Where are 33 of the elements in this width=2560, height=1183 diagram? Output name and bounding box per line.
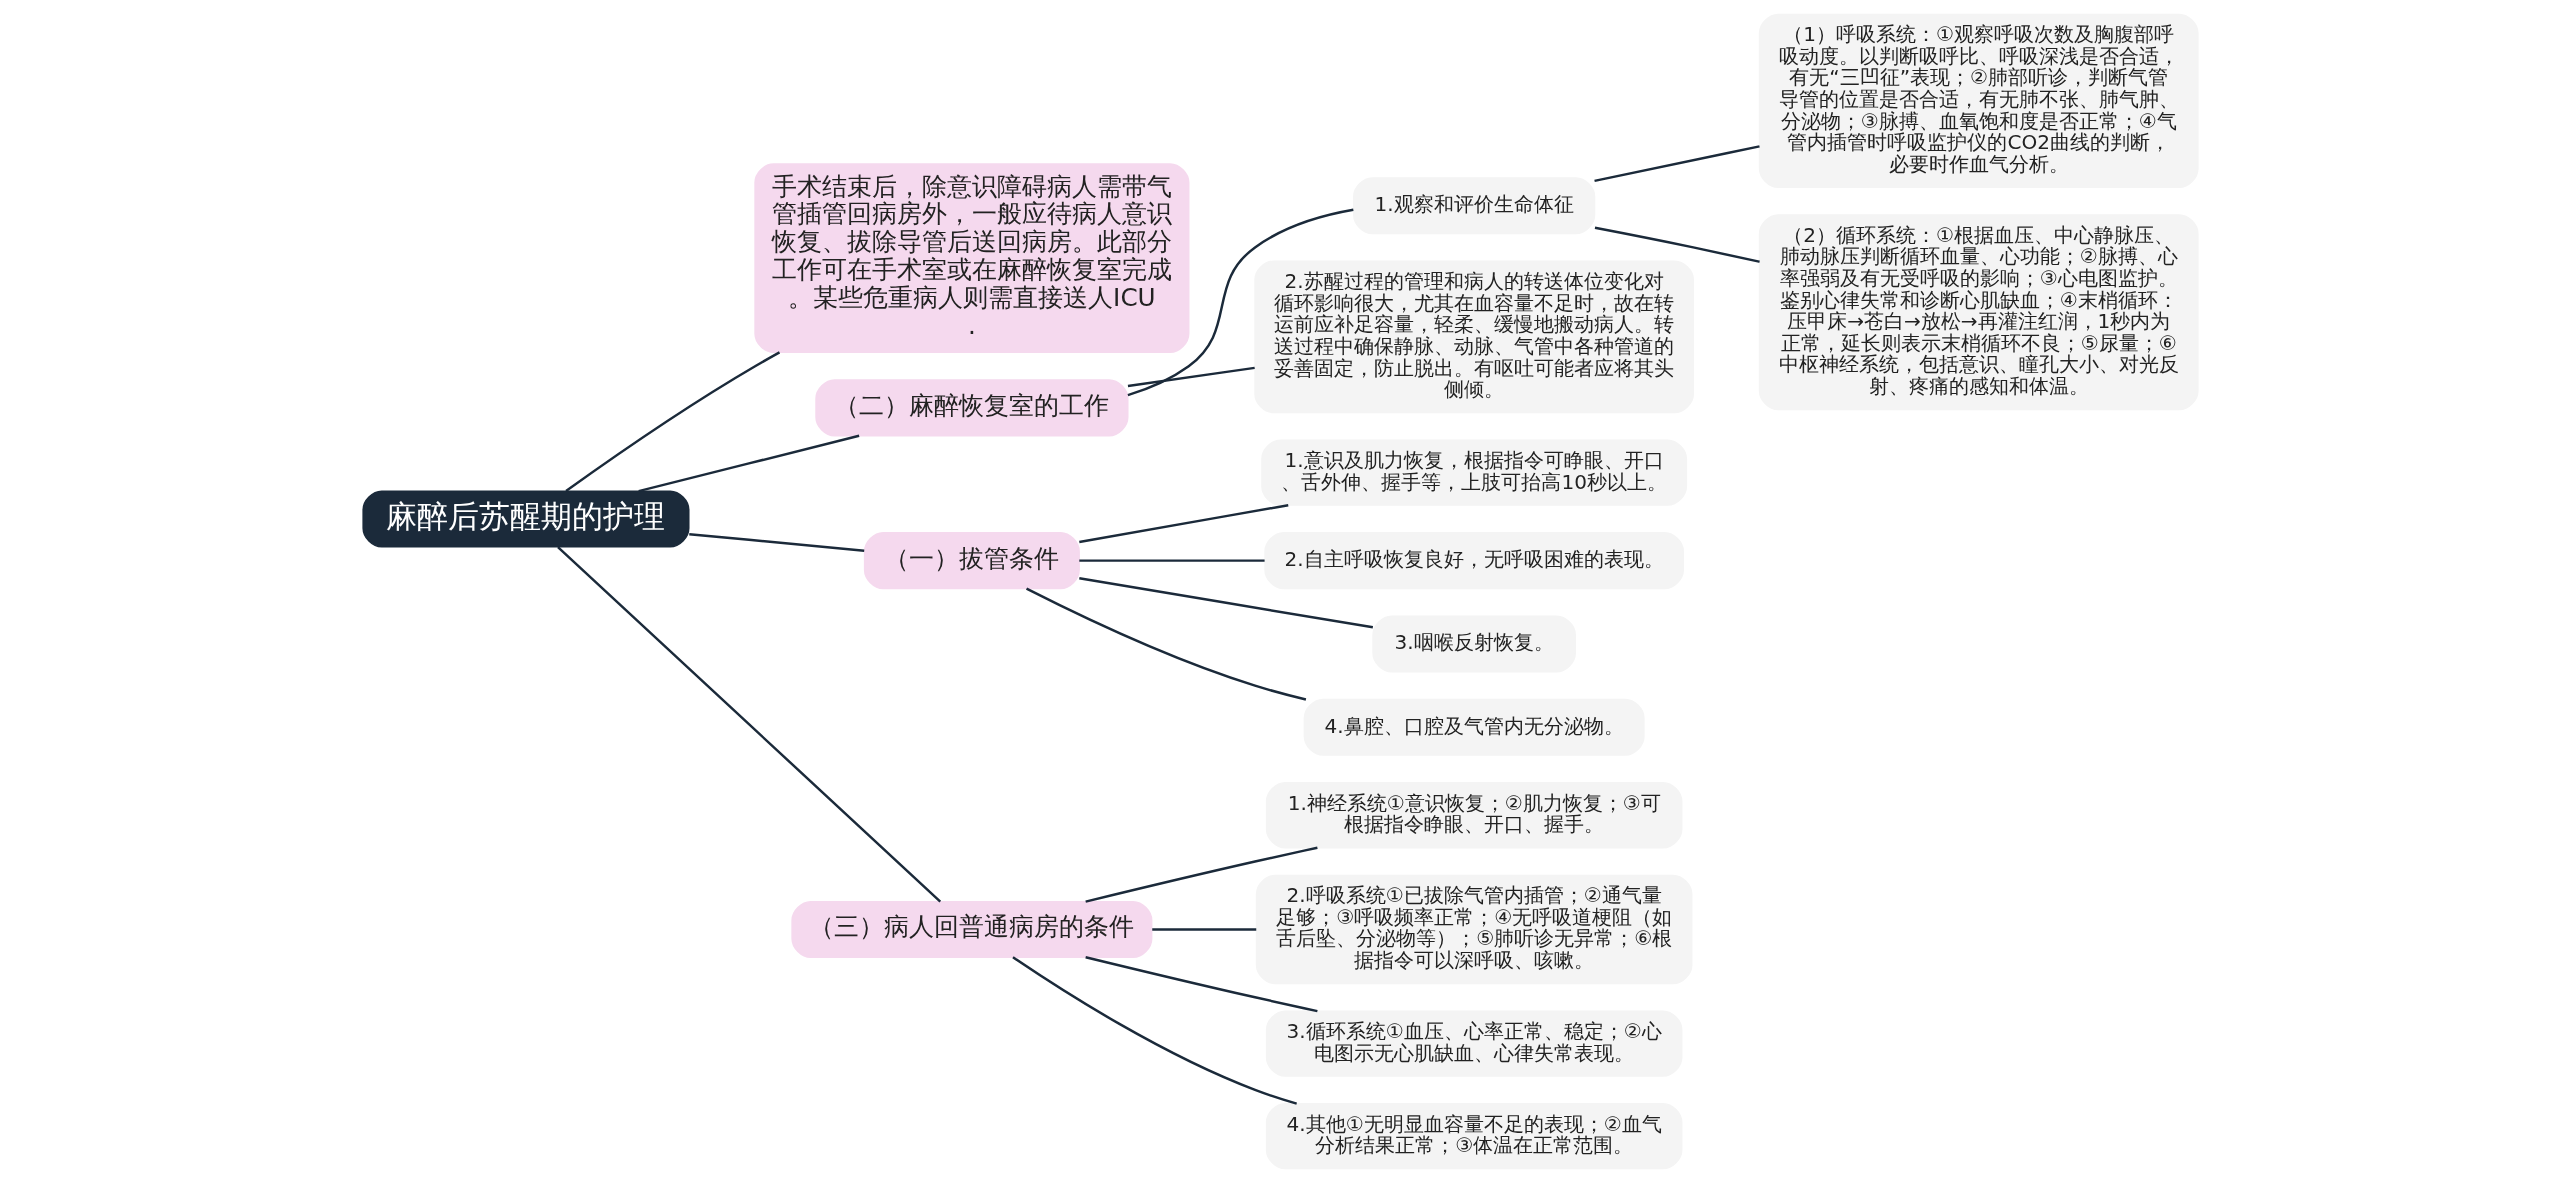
node-box: 1.观察和评价生命体征	[1352, 177, 1595, 235]
connector	[1593, 145, 1760, 183]
connector	[1127, 208, 1354, 397]
node-box: 1.神经系统①意识恢复；②肌力恢复；③可根据指令睁眼、开口、握手。	[1265, 782, 1682, 849]
node-box: 2.自主呼吸恢复良好，无呼吸困难的表现。	[1263, 532, 1684, 590]
node-box: 2.呼吸系统①已拔除气管内插管；②通气量足够；③呼吸频率正常；④无呼吸道梗阻（如舌后坠、分泌物等）；⑤肺听诊无异常；⑥根据指令可以深呼吸、咳嗽。	[1255, 874, 1692, 985]
connector	[1151, 928, 1256, 931]
node-box: 2.苏醒过程的管理和病人的转送体位变化对循环影响很大，尤其在血容量不足时，故在转运前应补足容量，轻柔、缓慢地搬动病人。转送过程中确保静脉、动脉、气管中各种管道的妥善固定，防止脱出。有呕吐可能者应将其头侧倾。	[1253, 260, 1694, 414]
connector	[1127, 366, 1255, 388]
connector	[556, 546, 941, 903]
connector	[564, 351, 780, 492]
node-box: （一）拔管条件	[863, 532, 1080, 590]
node-box: 4.其他①无明显血容量不足的表现；②血气分析结果正常；③体温在正常范围。	[1265, 1103, 1682, 1170]
connector	[688, 532, 864, 552]
connector	[1078, 577, 1373, 629]
node-box: 4.鼻腔、口腔及气管内无分泌物。	[1303, 698, 1645, 756]
node-box: 1.意识及肌力恢复，根据指令可睁眼、开口、舌外伸、握手等，上肢可抬高10秒以上。	[1260, 439, 1687, 506]
connector	[1011, 956, 1297, 1105]
connector	[1025, 587, 1306, 701]
connector	[1084, 956, 1318, 1013]
node-box: 3.循环系统①血压、心率正常、稳定；②心电图示无心肌缺血、心律失常表现。	[1265, 1010, 1682, 1077]
connector	[637, 434, 859, 493]
node-box: （二）麻醉恢复室的工作	[814, 379, 1128, 437]
node-box: （三）病人回普通病房的条件	[790, 900, 1152, 958]
node-box: 手术结束后，除意识障碍病人需带气管插管回病房外，一般应待病人意识恢复、拔除导管后送回病房。此部分工作可在手术室或在麻醉恢复室完成。某些危重病人则需直接送人ICU.	[753, 163, 1189, 354]
connector	[1594, 226, 1760, 263]
connector	[1078, 559, 1265, 562]
connector	[1084, 846, 1318, 903]
node-box: 3.咽喉反射恢复。	[1371, 615, 1576, 673]
node-box: 麻醉后苏醒期的护理	[361, 490, 689, 548]
node-box: （1）呼吸系统：①观察呼吸次数及胸腹部呼吸动度。以判断吸呼比、呼吸深浅是否合适，有无“三凹征”表现；②肺部听诊，判断气管导管的位置是否合适，有无肺不张、肺气肿、分泌物；③脉搏、血氧饱和度是否正常；④气管内插管时呼吸监护仪的CO2曲线的判断，必要时作血气分析。	[1758, 13, 2199, 188]
connector	[1078, 503, 1288, 544]
node-box: （2）循环系统：①根据血压、中心静脉压、肺动脉压判断循环血量、心功能；②脉搏、心率强弱及有无受呼吸的影响；③心电图监护。鉴别心律失常和诊断心肌缺血；④末梢循环：压甲床→苍白→放松→再灌注红润，1秒内为正常，延长则表示末梢循环不良；⑤尿量；⑥中枢神经系统，包括意识、瞳孔大小、对光反射、疼痛的感知和体温。	[1758, 214, 2199, 411]
